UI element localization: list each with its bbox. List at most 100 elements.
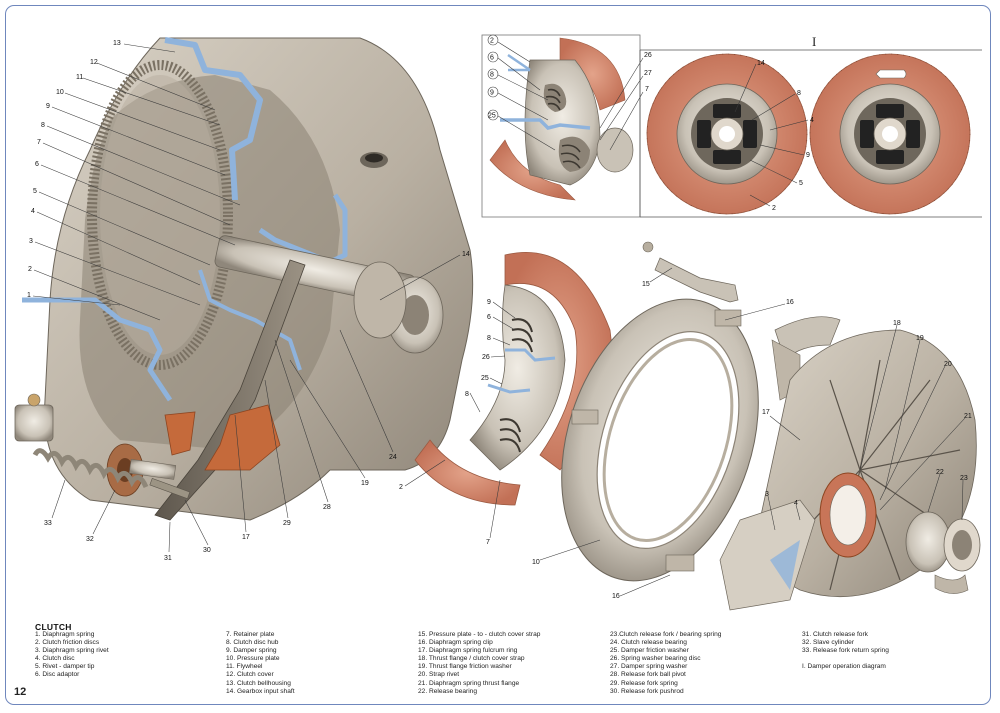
- diagram-callout-4: 4: [810, 117, 814, 124]
- legend-item: 3. Diaphragm spring rivet: [35, 647, 109, 655]
- legend-item: 29. Release fork spring: [610, 679, 678, 687]
- damper-operation-diagram: I 14 8: [639, 34, 982, 218]
- legend-item: 6. Disc adaptor: [35, 671, 80, 679]
- legend-item: 4. Clutch disc: [35, 655, 75, 663]
- diagram-callout-8: 8: [797, 90, 801, 97]
- legend-item: 7. Retainer plate: [226, 631, 275, 638]
- callout-8: 8: [41, 122, 45, 129]
- legend-item: 28. Release fork ball pivot: [610, 671, 686, 679]
- legend-item: 2. Clutch friction discs: [35, 639, 100, 647]
- inset-callout-8: 8: [490, 72, 494, 79]
- callout-13: 13: [113, 40, 121, 47]
- exploded-callout-22: 22: [936, 469, 944, 476]
- callout-2: 2: [28, 266, 32, 273]
- callout-32: 32: [86, 536, 94, 543]
- callout-9: 9: [46, 103, 50, 110]
- legend-item: 13. Clutch bellhousing: [226, 679, 291, 687]
- page-frame: [5, 5, 991, 705]
- callout-24: 24: [389, 454, 397, 461]
- diagram-callout-2: 2: [772, 205, 776, 212]
- legend-column-1: 1. Diaphragm spring 2. Clutch friction d…: [35, 631, 109, 680]
- exploded-callout-16: 16: [786, 299, 794, 306]
- exploded-callout-9: 9: [487, 299, 491, 306]
- exploded-callout-19: 19: [916, 335, 924, 342]
- legend-item: 14. Gearbox input shaft: [226, 687, 295, 695]
- exploded-callout-21: 21: [964, 413, 972, 420]
- inset-callout-9: 9: [490, 90, 494, 97]
- legend-item: 12. Clutch cover: [226, 671, 274, 679]
- exploded-callout-26: 26: [482, 354, 490, 361]
- legend-item: 9. Damper spring: [226, 647, 277, 655]
- legend-item: 1. Diaphragm spring: [35, 631, 95, 638]
- legend-item: 26. Spring washer bearing disc: [610, 655, 701, 663]
- exploded-callout-6: 6: [487, 314, 491, 321]
- callout-5: 5: [33, 188, 37, 195]
- legend-item: 33. Release fork return spring: [802, 647, 889, 655]
- legend-item: 30. Release fork pushrod: [610, 687, 684, 695]
- callout-4: 4: [31, 208, 35, 215]
- callout-12: 12: [90, 59, 98, 66]
- legend-item: 16. Diaphragm spring clip: [418, 639, 493, 647]
- legend-item: 32. Slave cylinder: [802, 639, 855, 647]
- callout-17: 17: [242, 534, 250, 541]
- legend-column-4: 23.Clutch release fork / bearing spring …: [610, 631, 721, 696]
- diagram-label: I: [812, 34, 816, 49]
- return-spring: [14, 393, 149, 489]
- damper-section-inset: 2 6 8 9 25 26 27 7: [481, 34, 652, 218]
- exploded-callout-10: 10: [532, 559, 540, 566]
- legend-item: 10. Pressure plate: [226, 655, 280, 663]
- exploded-callout-4: 4: [794, 500, 798, 507]
- callout-30: 30: [203, 547, 211, 554]
- callout-7: 7: [37, 139, 41, 146]
- legend-item: 11. Flywheel: [226, 663, 263, 671]
- callout-6: 6: [35, 161, 39, 168]
- legend-column-5: 31. Clutch release fork 32. Slave cylind…: [802, 631, 889, 671]
- legend-item: 8. Clutch disc hub: [226, 639, 279, 647]
- caption-title: CLUTCH: [35, 622, 72, 632]
- exploded-callout-2: 2: [399, 484, 403, 491]
- exploded-callout-8b: 8: [465, 391, 469, 398]
- callout-29: 29: [283, 520, 291, 527]
- bellhousing-cutaway: [14, 37, 474, 521]
- legend-item: 27. Damper spring washer: [610, 663, 688, 671]
- release-bearing: [905, 511, 981, 594]
- callout-1: 1: [27, 292, 31, 299]
- exploded-callout-23: 23: [960, 475, 968, 482]
- exploded-callout-15: 15: [642, 281, 650, 288]
- diagram-callout-5: 5: [799, 180, 803, 187]
- diagram-callout-9: 9: [806, 152, 810, 159]
- legend-item: 5. Rivet - damper tip: [35, 663, 95, 671]
- exploded-view: 15 16 9 6 8 26 25 8 2 7 10 16 18 19 20 2…: [399, 241, 981, 611]
- inset-callout-27: 27: [644, 70, 652, 77]
- diagram-callout-14: 14: [757, 60, 765, 67]
- legend-item: 31. Clutch release fork: [802, 631, 868, 638]
- legend-spacer: [802, 655, 889, 663]
- input-shaft: [214, 235, 444, 354]
- legend-item: 17. Diaphragm spring fulcrum ring: [418, 647, 518, 655]
- legend-column-2: 7. Retainer plate 8. Clutch disc hub 9. …: [226, 631, 295, 696]
- legend-item: 22. Release bearing: [418, 687, 478, 695]
- main-callouts: 13 12 11 10 9 8 7 6 5 4 3 2 1 14 24 19 2…: [27, 40, 470, 562]
- callout-10: 10: [56, 89, 64, 96]
- exploded-callout-20: 20: [944, 361, 952, 368]
- inset-callout-25: 25: [488, 113, 496, 120]
- inset-callout-7: 7: [645, 86, 649, 93]
- legend-column-3: 15. Pressure plate - to - clutch cover s…: [418, 631, 540, 696]
- exploded-callout-3: 3: [765, 491, 769, 498]
- legend-item: 23.Clutch release fork / bearing spring: [610, 631, 722, 638]
- exploded-callout-8a: 8: [487, 335, 491, 342]
- callout-11: 11: [76, 74, 83, 81]
- callout-33: 33: [44, 520, 52, 527]
- legend-item: 15. Pressure plate - to - clutch cover s…: [418, 631, 541, 638]
- callout-3: 3: [29, 238, 33, 245]
- inset-callout-2: 2: [490, 38, 494, 45]
- inset-callout-26: 26: [644, 52, 652, 59]
- legend-item: 19. Thrust flange friction washer: [418, 663, 512, 671]
- legend-item: 21. Diaphragm spring thrust flange: [418, 679, 520, 687]
- legend-item: 18. Thrust flange / clutch cover strap: [418, 655, 525, 663]
- legend-item: 25. Damper friction washer: [610, 647, 689, 655]
- exploded-callout-25: 25: [481, 375, 489, 382]
- legend-item: I. Damper operation diagram: [802, 663, 886, 671]
- legend-item: 20. Strap rivet: [418, 671, 460, 679]
